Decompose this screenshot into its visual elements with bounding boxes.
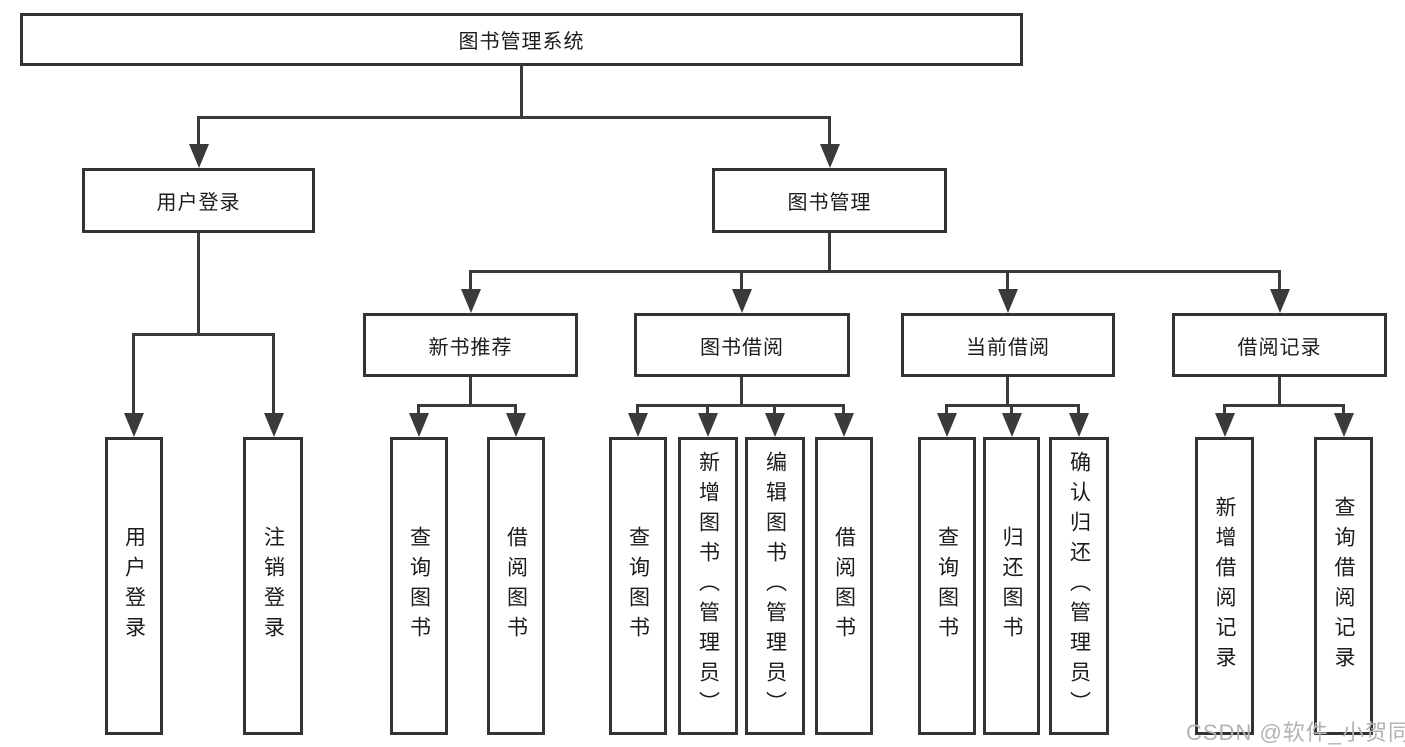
leaf-query-books-2-label: 查询图书 xyxy=(626,526,650,646)
connector-drop-edit-books xyxy=(773,404,776,420)
connector-current-borrow-stem xyxy=(1006,377,1009,407)
connector-drop-leaf-logout xyxy=(272,333,275,420)
leaf-confirm-return-admin-label: 确认归还（管理员） xyxy=(1067,451,1091,721)
connector-drop-user-login xyxy=(197,116,200,148)
connector-drop-borrow-records xyxy=(1278,270,1281,292)
leaf-add-books-admin-label: 新增图书（管理员） xyxy=(696,451,720,721)
connector-drop-query-books-1 xyxy=(417,404,420,420)
leaf-borrow-books-1-label: 借阅图书 xyxy=(504,526,528,646)
leaf-query-books-3-label: 查询图书 xyxy=(935,526,959,646)
connector-drop-current-borrow xyxy=(1006,270,1009,292)
connector-drop-book-borrow xyxy=(740,270,743,292)
arrowhead-book-borrow xyxy=(732,289,752,313)
leaf-add-borrow-record: 新增借阅记录 xyxy=(1195,437,1254,735)
node-current-borrow: 当前借阅 xyxy=(901,313,1115,377)
leaf-add-books-admin: 新增图书（管理员） xyxy=(678,437,738,735)
connector-new-book-recommend-hline xyxy=(417,404,517,407)
leaf-borrow-books-1: 借阅图书 xyxy=(487,437,545,735)
node-new-book-recommend-label: 新书推荐 xyxy=(428,336,513,359)
leaf-logout-label: 注销登录 xyxy=(261,526,285,646)
connector-drop-query-books-2 xyxy=(636,404,639,420)
arrowhead-return-books xyxy=(1002,413,1022,437)
leaf-borrow-books-2-label: 借阅图书 xyxy=(832,526,856,646)
leaf-edit-books-admin: 编辑图书（管理员） xyxy=(745,437,805,735)
arrowhead-query-books-2 xyxy=(628,413,648,437)
leaf-query-books-2: 查询图书 xyxy=(609,437,667,735)
connector-level3-hline xyxy=(469,270,1281,273)
leaf-return-books-label: 归还图书 xyxy=(1000,526,1024,646)
node-new-book-recommend: 新书推荐 xyxy=(363,313,578,377)
connector-borrow-records-hline xyxy=(1223,404,1345,407)
arrowhead-borrow-books-2 xyxy=(834,413,854,437)
arrowhead-edit-books xyxy=(765,413,785,437)
csdn-watermark: CSDN @软件_小贺同学 xyxy=(1186,720,1405,745)
arrowhead-add-borrow-record xyxy=(1215,413,1235,437)
node-root-label: 图书管理系统 xyxy=(458,31,585,53)
node-book-borrow-label: 图书借阅 xyxy=(700,336,784,359)
connector-drop-return-books xyxy=(1010,404,1013,420)
arrowhead-query-books-1 xyxy=(409,413,429,437)
connector-drop-query-books-3 xyxy=(945,404,948,420)
connector-level2-hline xyxy=(197,116,831,119)
arrowhead-borrow-books-1 xyxy=(506,413,526,437)
connector-user-login-stem xyxy=(197,233,200,335)
leaf-add-borrow-record-label: 新增借阅记录 xyxy=(1213,496,1237,676)
connector-drop-add-books xyxy=(706,404,709,420)
arrowhead-leaf-logout xyxy=(264,413,284,437)
leaf-query-books-3: 查询图书 xyxy=(918,437,976,735)
connector-user-login-hline xyxy=(132,333,275,336)
leaf-query-books-1: 查询图书 xyxy=(390,437,448,735)
leaf-confirm-return-admin: 确认归还（管理员） xyxy=(1049,437,1109,735)
node-book-management: 图书管理 xyxy=(712,168,947,233)
arrowhead-user-login xyxy=(189,144,209,168)
leaf-query-borrow-record-label: 查询借阅记录 xyxy=(1332,496,1356,676)
connector-drop-leaf-user-login xyxy=(132,333,135,420)
leaf-query-books-1-label: 查询图书 xyxy=(407,526,431,646)
connector-borrow-records-stem xyxy=(1278,377,1281,407)
connector-drop-new-book-recommend xyxy=(469,270,472,292)
connector-book-management-stem xyxy=(828,233,831,272)
leaf-return-books: 归还图书 xyxy=(983,437,1040,735)
connector-book-borrow-stem xyxy=(740,377,743,407)
node-borrow-records: 借阅记录 xyxy=(1172,313,1387,377)
arrowhead-borrow-records xyxy=(1270,289,1290,313)
connector-drop-borrow-books-1 xyxy=(514,404,517,420)
arrowhead-query-books-3 xyxy=(937,413,957,437)
connector-root-stem xyxy=(520,64,523,119)
connector-drop-borrow-books-2 xyxy=(842,404,845,420)
connector-drop-book-management xyxy=(828,116,831,148)
node-borrow-records-label: 借阅记录 xyxy=(1237,336,1322,359)
node-book-management-label: 图书管理 xyxy=(787,192,872,214)
arrowhead-new-book-recommend xyxy=(461,289,481,313)
connector-drop-query-borrow-record xyxy=(1342,404,1345,420)
leaf-borrow-books-2: 借阅图书 xyxy=(815,437,873,735)
arrowhead-book-management xyxy=(820,144,840,168)
arrowhead-query-borrow-record xyxy=(1334,413,1354,437)
leaf-logout: 注销登录 xyxy=(243,437,303,735)
node-user-login: 用户登录 xyxy=(82,168,315,233)
connector-drop-confirm-return xyxy=(1077,404,1080,420)
leaf-user-login-label: 用户登录 xyxy=(122,526,146,646)
arrowhead-add-books xyxy=(698,413,718,437)
leaf-edit-books-admin-label: 编辑图书（管理员） xyxy=(763,451,787,721)
leaf-user-login: 用户登录 xyxy=(105,437,163,735)
node-book-borrow: 图书借阅 xyxy=(634,313,850,377)
node-current-borrow-label: 当前借阅 xyxy=(966,336,1050,359)
arrowhead-confirm-return xyxy=(1069,413,1089,437)
connector-new-book-recommend-stem xyxy=(469,377,472,407)
arrowhead-leaf-user-login xyxy=(124,413,144,437)
node-user-login-label: 用户登录 xyxy=(156,192,241,214)
connector-book-borrow-hline xyxy=(636,404,845,407)
leaf-query-borrow-record: 查询借阅记录 xyxy=(1314,437,1373,735)
connector-drop-add-borrow-record xyxy=(1223,404,1226,420)
node-root: 图书管理系统 xyxy=(20,13,1023,66)
arrowhead-current-borrow xyxy=(998,289,1018,313)
